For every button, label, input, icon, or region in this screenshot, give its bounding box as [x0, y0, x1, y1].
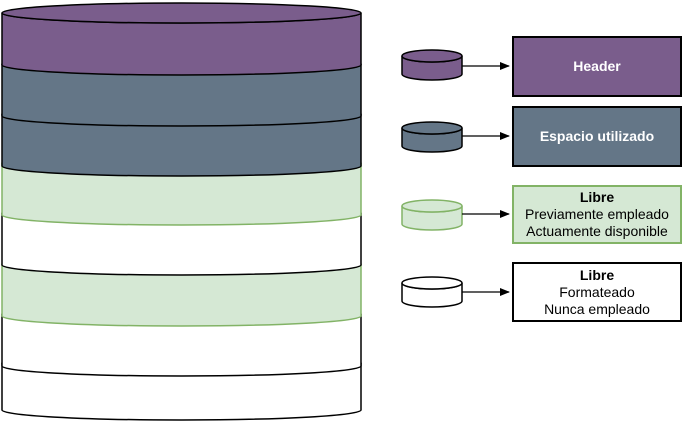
legend-free-previous-line2: Actuamente disponible — [526, 223, 668, 239]
legend-header-title: Header — [573, 58, 621, 74]
legend-free-formatted-box: Libre Formateado Nunca empleado — [512, 262, 682, 322]
legend-free-formatted-title: Libre — [579, 266, 615, 283]
stack-layer-header — [1, 2, 362, 76]
legend-used-box: Espacio utilizado — [512, 106, 682, 167]
legend-free-formatted-line2: Nunca empleado — [544, 300, 650, 317]
legend-free-previous-box: Libre Previamente empleado Actuamente di… — [512, 185, 682, 244]
legend-arrows — [462, 62, 510, 296]
legend-free-previous-line1: Previamente empleado — [525, 206, 669, 222]
legend-icon-header — [401, 49, 463, 81]
disk-stack — [1, 2, 362, 421]
legend-icon-used — [401, 121, 463, 153]
legend-icon-free-previous — [401, 199, 463, 231]
legend-icons — [401, 49, 463, 308]
legend-header-box: Header — [512, 36, 682, 97]
legend-icon-free-formatted — [401, 276, 463, 308]
legend-free-formatted-line1: Formateado — [559, 283, 635, 300]
legend-free-previous-title: Libre — [579, 189, 615, 205]
legend-used-title: Espacio utilizado — [539, 128, 655, 144]
